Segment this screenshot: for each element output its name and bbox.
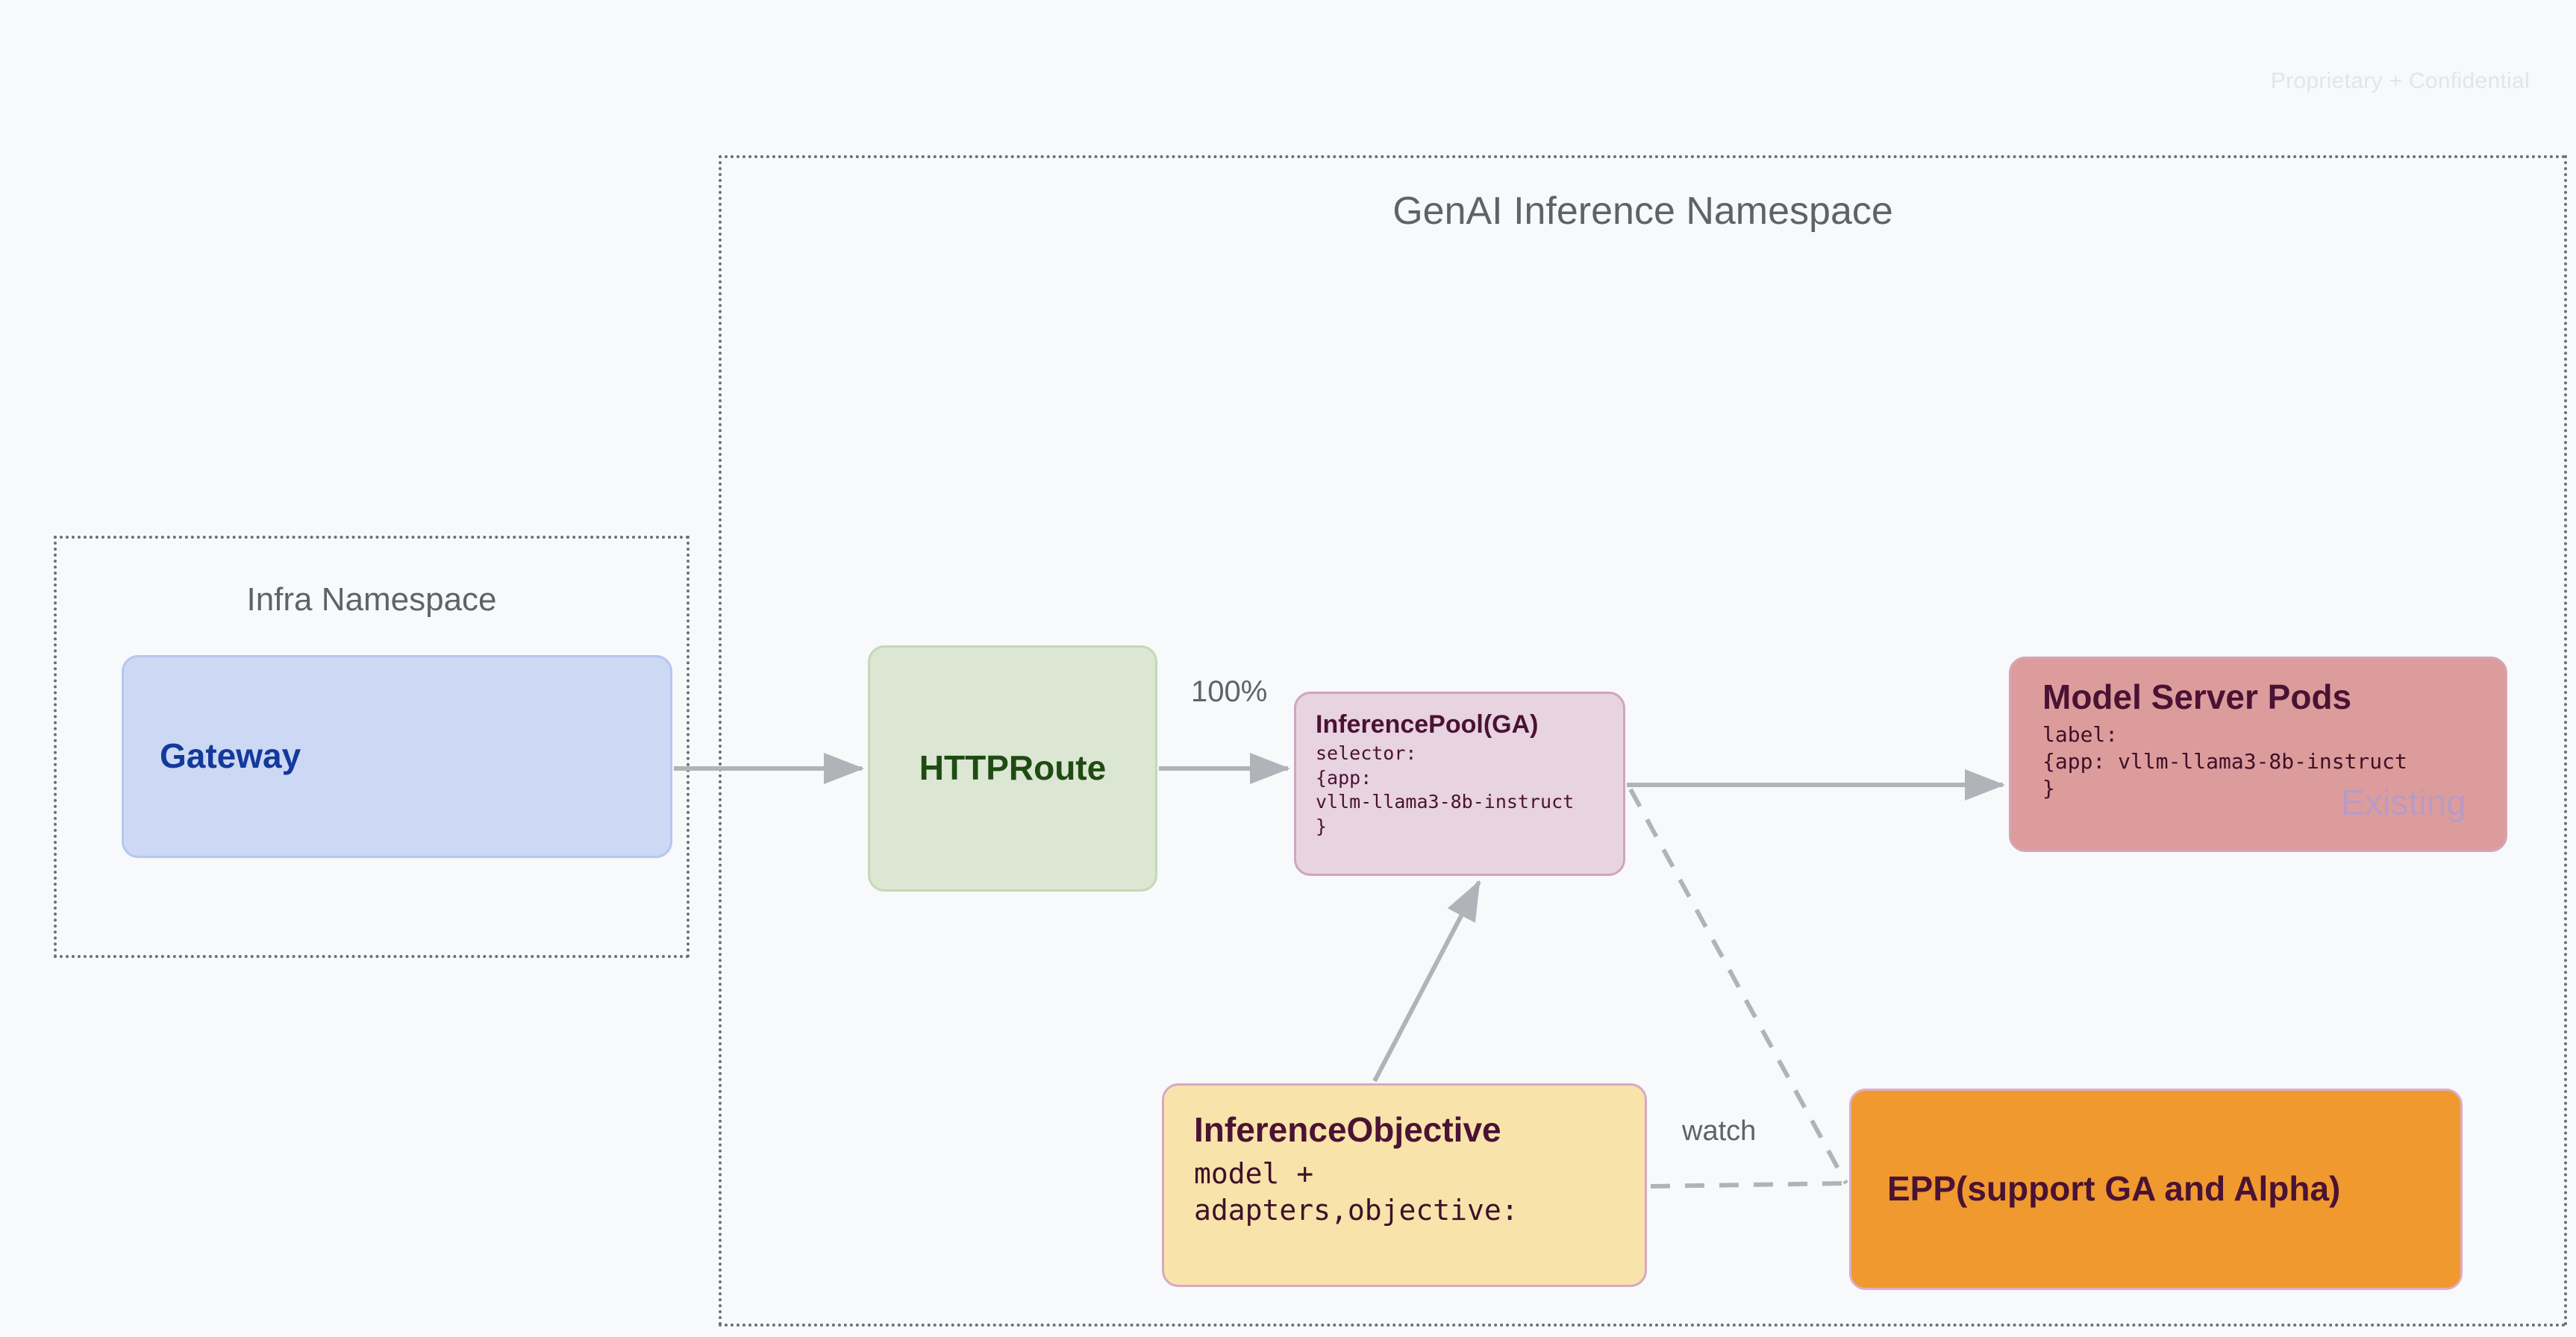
- edge-label-watch: watch: [1682, 1115, 1757, 1147]
- node-model-server-pods-body: label: {app: vllm-llama3-8b-instruct }: [2042, 721, 2407, 801]
- existing-badge: Existing: [2340, 783, 2466, 823]
- genai-namespace-container: GenAI Inference Namespace: [719, 155, 2567, 1327]
- node-gateway-title: Gateway: [160, 736, 301, 776]
- node-inferenceobjective-body: model + adapters,objective:: [1194, 1156, 1519, 1227]
- genai-namespace-title: GenAI Inference Namespace: [1392, 190, 1893, 233]
- infra-namespace-title: Infra Namespace: [246, 581, 497, 618]
- node-gateway[interactable]: Gateway: [122, 655, 672, 858]
- node-epp-title: EPP(support GA and Alpha): [1887, 1169, 2341, 1209]
- node-httproute-title: HTTPRoute: [919, 748, 1107, 788]
- node-inferencepool-body: selector: {app: vllm-llama3-8b-instruct …: [1316, 742, 1575, 837]
- infra-namespace-container: Infra Namespace: [54, 536, 690, 958]
- confidentiality-watermark: Proprietary + Confidential: [2270, 69, 2530, 93]
- node-inferencepool-title: InferencePool(GA): [1316, 710, 1539, 739]
- node-model-server-pods-title: Model Server Pods: [2042, 677, 2352, 716]
- node-inferenceobjective[interactable]: InferenceObjective model + adapters,obje…: [1162, 1083, 1647, 1287]
- node-epp[interactable]: EPP(support GA and Alpha): [1849, 1089, 2463, 1290]
- node-inferencepool[interactable]: InferencePool(GA) selector: {app: vllm-l…: [1294, 692, 1625, 876]
- edge-label-traffic-weight: 100%: [1191, 675, 1268, 708]
- node-model-server-pods[interactable]: Model Server Pods label: {app: vllm-llam…: [2009, 657, 2507, 852]
- node-inferenceobjective-title: InferenceObjective: [1194, 1110, 1501, 1149]
- node-httproute[interactable]: HTTPRoute: [868, 645, 1157, 892]
